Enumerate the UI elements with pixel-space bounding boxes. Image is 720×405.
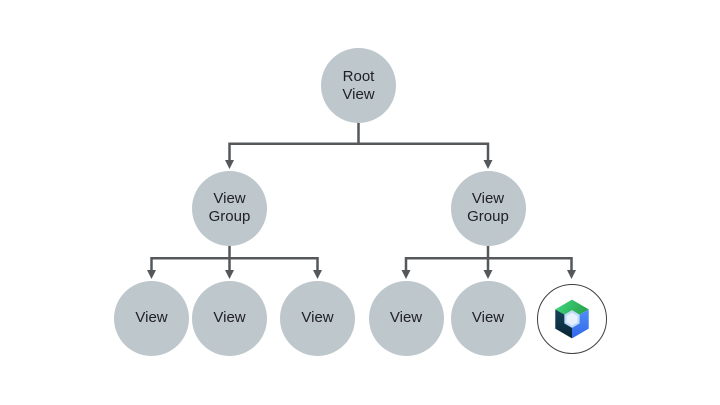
- arrowhead-vg2: [483, 160, 493, 169]
- arrowhead-v5: [483, 270, 493, 279]
- node-view-2: View: [192, 280, 267, 356]
- arrowhead-vg1: [225, 160, 234, 169]
- arrowhead-v4: [401, 270, 411, 279]
- arrowhead-v3: [313, 270, 322, 279]
- node-root-view: Root View: [321, 48, 396, 123]
- node-view-1: View: [114, 280, 189, 356]
- arrowhead-compose: [567, 270, 576, 279]
- edge-tier2-left-bar: [150, 257, 319, 271]
- node-view-group-left: View Group: [192, 170, 267, 246]
- arrowhead-v1: [147, 270, 156, 279]
- compose-cube-right-face: [571, 309, 589, 339]
- node-label: View: [471, 309, 505, 326]
- compose-hex-core: [566, 312, 577, 326]
- node-label: View Group: [467, 190, 509, 225]
- node-label: View: [135, 309, 168, 326]
- node-view-3: View: [280, 280, 355, 356]
- node-label: View: [301, 309, 334, 326]
- node-view-group-right: View Group: [450, 170, 526, 246]
- node-jetpack-compose: [536, 284, 607, 354]
- node-label: View Group: [208, 190, 251, 225]
- node-view-4: View: [368, 280, 444, 356]
- compose-cube-left-face: [554, 309, 572, 339]
- jetpack-compose-icon: [554, 299, 589, 339]
- node-label: Root View: [342, 67, 375, 103]
- node-view-5: View: [450, 280, 526, 356]
- arrowhead-v2: [225, 270, 234, 279]
- edge-tier1-bar: [228, 142, 490, 161]
- node-label: View: [213, 309, 246, 326]
- node-label: View: [389, 309, 423, 326]
